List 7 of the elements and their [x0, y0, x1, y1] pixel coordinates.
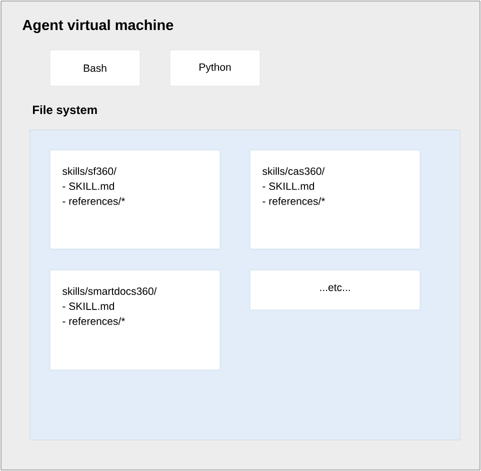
tool-box: Bash	[50, 50, 140, 86]
directory-box: skills/smartdocs360/ - SKILL.md - references/*	[50, 270, 220, 370]
directory-box: skills/cas360/ - SKILL.md - references/*	[250, 150, 420, 250]
directory-box: skills/sf360/ - SKILL.md - references/*	[50, 150, 220, 250]
tool-box: Python	[170, 50, 260, 86]
directory-box: ...etc...	[250, 270, 420, 310]
node-label: File system	[33, 105, 97, 116]
